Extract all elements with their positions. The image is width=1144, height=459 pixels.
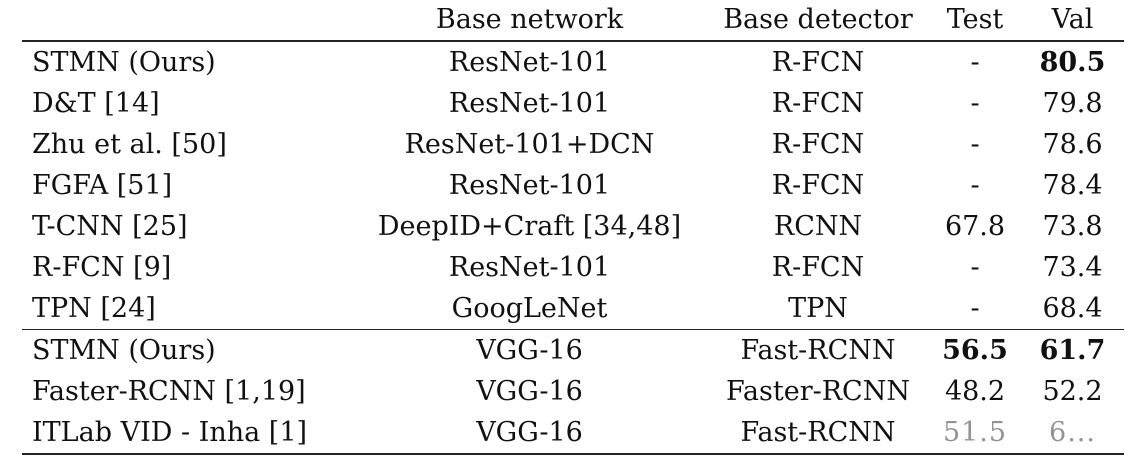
cell-test: - bbox=[929, 288, 1021, 330]
cell-network: ResNet-101 bbox=[448, 170, 611, 201]
cell-method: TPN [24] bbox=[22, 288, 352, 330]
cell-method: FGFA [51] bbox=[32, 170, 173, 201]
table-row: STMN (Ours) VGG-16 Fast-RCNN 56.5 61.7 bbox=[22, 330, 1124, 372]
cell-method: STMN (Ours) bbox=[32, 47, 216, 78]
cell-test: - bbox=[970, 170, 980, 201]
cell-network: GoogLeNet bbox=[352, 288, 707, 330]
cell-method: Faster-RCNN [1,19] bbox=[32, 376, 306, 407]
cell-test: 67.8 bbox=[944, 211, 1006, 242]
table-row: Zhu et al. [50] ResNet-101+DCN R-FCN - 7… bbox=[22, 124, 1124, 165]
cell-network: VGG-16 bbox=[476, 335, 583, 366]
cell-val: 61.7 bbox=[1039, 335, 1106, 366]
table-row: R-FCN [9] ResNet-101 R-FCN - 73.4 bbox=[22, 247, 1124, 288]
header-val: Val bbox=[1021, 0, 1124, 42]
cell-test: 56.5 bbox=[942, 335, 1008, 366]
table-row: STMN (Ours) ResNet-101 R-FCN - 80.5 bbox=[22, 41, 1124, 83]
header-method bbox=[22, 0, 352, 42]
cell-detector: RCNN bbox=[773, 211, 863, 242]
table-row: T-CNN [25] DeepID+Craft [34,48] RCNN 67.… bbox=[22, 206, 1124, 247]
cell-test: - bbox=[970, 88, 980, 119]
cell-method: R-FCN [9] bbox=[32, 252, 172, 283]
table-row: Faster-RCNN [1,19] VGG-16 Faster-RCNN 48… bbox=[22, 371, 1124, 412]
cell-network: VGG-16 bbox=[352, 412, 707, 455]
table-row: ITLab VID - Inha [1] VGG-16 Fast-RCNN 51… bbox=[22, 412, 1124, 455]
cell-val: 68.4 bbox=[1021, 288, 1124, 330]
cell-val: 52.2 bbox=[1042, 376, 1103, 407]
table-body: STMN (Ours) ResNet-101 R-FCN - 80.5 D&T … bbox=[22, 41, 1124, 455]
cell-detector: R-FCN bbox=[771, 47, 865, 78]
cell-network: VGG-16 bbox=[476, 376, 583, 407]
cell-method: ITLab VID - Inha [1] bbox=[22, 412, 352, 455]
header-base-network: Base network bbox=[352, 0, 707, 42]
cell-test: - bbox=[970, 252, 980, 283]
header-test: Test bbox=[929, 0, 1021, 42]
cell-network: ResNet-101 bbox=[448, 252, 611, 283]
cell-detector: Fast-RCNN bbox=[707, 412, 929, 455]
cell-detector: R-FCN bbox=[771, 170, 865, 201]
cell-network: ResNet-101 bbox=[448, 47, 611, 78]
table-row: TPN [24] GoogLeNet TPN - 68.4 bbox=[22, 288, 1124, 330]
header-base-detector: Base detector bbox=[707, 0, 929, 42]
cell-detector: TPN bbox=[707, 288, 929, 330]
results-table-container: Base network Base detector Test Val STMN… bbox=[22, 0, 1124, 455]
cell-test: 48.2 bbox=[944, 376, 1006, 407]
cell-test: 51.5 bbox=[929, 412, 1021, 455]
cell-test: - bbox=[970, 47, 980, 78]
cell-method: STMN (Ours) bbox=[32, 335, 216, 366]
cell-val: 78.4 bbox=[1042, 170, 1103, 201]
cell-network: ResNet-101+DCN bbox=[404, 129, 655, 160]
cell-detector: R-FCN bbox=[771, 252, 865, 283]
cell-val: 73.4 bbox=[1042, 252, 1103, 283]
table-row: D&T [14] ResNet-101 R-FCN - 79.8 bbox=[22, 83, 1124, 124]
cell-method: Zhu et al. [50] bbox=[32, 129, 227, 160]
cell-method: T-CNN [25] bbox=[32, 211, 188, 242]
table-header-row: Base network Base detector Test Val bbox=[22, 0, 1124, 42]
cell-detector: R-FCN bbox=[771, 129, 865, 160]
cell-val: 6... bbox=[1021, 412, 1124, 455]
cell-method: D&T [14] bbox=[32, 88, 160, 119]
table-row: FGFA [51] ResNet-101 R-FCN - 78.4 bbox=[22, 165, 1124, 206]
cell-network: DeepID+Craft [34,48] bbox=[377, 211, 682, 242]
cell-val: 80.5 bbox=[1039, 47, 1106, 78]
cell-detector: R-FCN bbox=[771, 88, 865, 119]
cell-val: 78.6 bbox=[1042, 129, 1103, 160]
cell-val: 73.8 bbox=[1042, 211, 1103, 242]
cell-val: 79.8 bbox=[1042, 88, 1103, 119]
cell-detector: Fast-RCNN bbox=[740, 335, 896, 366]
cell-detector: Faster-RCNN bbox=[726, 376, 910, 407]
cell-test: - bbox=[970, 129, 980, 160]
results-table: Base network Base detector Test Val STMN… bbox=[22, 0, 1124, 455]
cell-network: ResNet-101 bbox=[448, 88, 611, 119]
